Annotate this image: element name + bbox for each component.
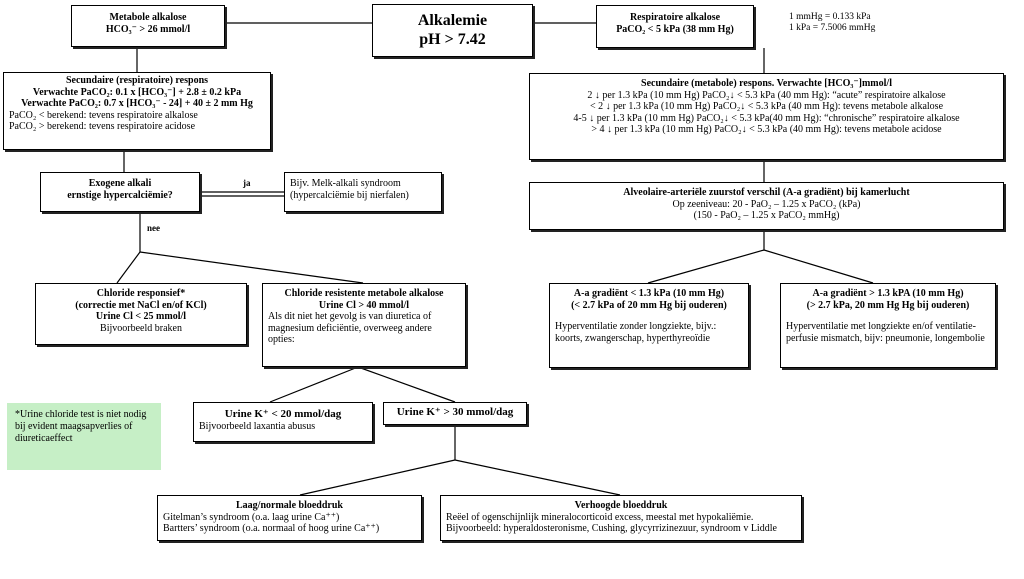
secundaire-resp-formula-kpa: Verwachte PaCO₂: 0.1 x [HCO₃⁻] + 2.8 ± 0…: [32, 86, 242, 98]
nee-label: nee: [147, 223, 160, 233]
aa-gradient-box: Alveolaire-arteriële zuurstof verschil (…: [529, 182, 1004, 230]
aa-low-title: A-a gradiënt < 1.3 kPa (10 mm Hg): [573, 288, 725, 299]
connector: [357, 366, 456, 403]
alkalemie-title: Alkalemie: [417, 12, 488, 29]
units-line-1: 1 mmHg = 0.133 kPa: [789, 12, 871, 22]
urine-k-high-title: Urine K⁺ > 30 mmol/dag: [396, 406, 514, 418]
secundaire-met-title: Secundaire (metabole) respons. Verwachte…: [641, 78, 892, 89]
melk-line-2: (hypercalciëmie bij nierfalen): [290, 189, 409, 201]
secundaire-met-row-4: > 4 ↓ per 1.3 kPa (10 mm Hg) PaCO₂↓ < 5.…: [591, 124, 942, 135]
aa-low-box: A-a gradiënt < 1.3 kPa (10 mm Hg) (< 2.7…: [549, 283, 749, 368]
chloride-responsief-example: Bijvoorbeeld braken: [100, 322, 182, 334]
respiratoire-alkalose-box: Respiratoire alkalose PaCO₂ < 5 kPa (38 …: [596, 5, 754, 48]
connector: [299, 459, 456, 496]
hoog-bp-mineralocorticoid: Reëel of ogenschijnlijk mineralocorticoi…: [446, 511, 754, 523]
urine-k-low-example: Bijvoorbeeld laxantia abusus: [199, 420, 316, 432]
urine-k-high-box: Urine K⁺ > 30 mmol/dag: [383, 402, 527, 425]
laag-bp-bartter: Bartters’ syndroom (o.a. normaal of hoog…: [163, 523, 380, 534]
laag-bloeddruk-box: Laag/normale bloeddruk Gitelman’s syndro…: [157, 495, 422, 541]
connector: [139, 251, 364, 284]
secundaire-resp-title: Secundaire (respiratoire) respons: [65, 75, 209, 86]
ja-label: ja: [243, 178, 251, 188]
exogene-alkali-box: Exogene alkali ernstige hypercalciëmie?: [40, 172, 200, 212]
chloride-resistent-urine: Urine Cl > 40 mmol/l: [318, 299, 410, 311]
aa-high-elderly: (> 2.7 kPa, 20 mm Hg Hg bij ouderen): [806, 299, 970, 311]
chloride-responsief-urine: Urine Cl < 25 mmol/l: [95, 311, 187, 322]
chloride-resistent-title: Chloride resistente metabole alkalose: [284, 288, 444, 299]
aa-gradient-title: Alveolaire-arteriële zuurstof verschil (…: [623, 187, 910, 198]
connector: [763, 249, 874, 284]
aa-high-box: A-a gradiënt > 1.3 kPA (10 mm Hg) (> 2.7…: [780, 283, 996, 368]
connector: [454, 459, 621, 496]
chloride-resistent-text: Als dit niet het gevolg is van diuretica…: [268, 311, 432, 345]
secundaire-resp-formula-mmhg: Verwachte PaCO₂: 0.7 x [HCO₃⁻ - 24] + 40…: [21, 98, 253, 109]
aa-low-elderly: (< 2.7 kPa of 20 mm Hg bij ouderen): [571, 299, 727, 311]
connector: [269, 366, 359, 403]
aa-gradient-formula-mmhg: (150 - PaO₂ – 1.25 x PaCO₂ mmHg): [693, 210, 840, 221]
chloride-responsief-correctie: (correctie met NaCl en/of KCl): [75, 299, 207, 311]
urine-k-low-title: Urine K⁺ < 20 mmol/dag: [224, 408, 342, 420]
secundaire-met-row-3: 4-5 ↓ per 1.3 kPa (10 mm Hg) PaCO₂↓ < 5.…: [573, 112, 960, 124]
chloride-responsief-title: Chloride responsief*: [96, 288, 186, 299]
units-note: 1 mmHg = 0.133 kPa 1 kPa = 7.5006 mmHg: [789, 12, 875, 34]
aa-high-title: A-a gradiënt > 1.3 kPA (10 mm Hg): [812, 288, 964, 299]
secundaire-resp-higher: PaCO₂ > berekend: tevens respiratoire ac…: [9, 121, 196, 132]
respiratoire-alkalose-paco2: PaCO₂ < 5 kPa (38 mm Hg): [616, 23, 734, 35]
secundaire-met-row-2: < 2 ↓ per 1.3 kPa (10 mm Hg) PaCO₂↓ < 5.…: [589, 101, 944, 112]
respiratoire-alkalose-title: Respiratoire alkalose: [629, 12, 721, 23]
aa-low-text: Hyperventilatie zonder longziekte, bijv.…: [555, 321, 717, 344]
chloride-resistent-box: Chloride resistente metabole alkalose Ur…: [262, 283, 466, 367]
secundaire-metabole-box: Secundaire (metabole) respons. Verwachte…: [529, 73, 1004, 160]
laag-bp-title: Laag/normale bloeddruk: [236, 500, 343, 511]
hoog-bp-examples: Bijvoorbeeld: hyperaldosteronisme, Cushi…: [446, 523, 777, 534]
melk-alkali-box: Bijv. Melk-alkali syndroom (hypercalciëm…: [284, 172, 442, 212]
laag-bp-gitelman: Gitelman’s syndroom (o.a. laag urine Ca⁺…: [163, 511, 340, 523]
metabole-alkalose-hco3: HCO₃⁻ > 26 mmol/l: [105, 23, 191, 35]
secundaire-resp-lower: PaCO₂ < berekend: tevens respiratoire al…: [9, 109, 198, 121]
melk-line-1: Bijv. Melk-alkali syndroom: [290, 178, 401, 189]
urine-k-low-box: Urine K⁺ < 20 mmol/dag Bijvoorbeeld laxa…: [193, 402, 373, 442]
exogene-title: Exogene alkali: [88, 178, 152, 189]
metabole-alkalose-box: Metabole alkalose HCO₃⁻ > 26 mmol/l: [71, 5, 225, 47]
metabole-alkalose-title: Metabole alkalose: [109, 12, 187, 23]
hoog-bp-title: Verhoogde bloeddruk: [574, 500, 668, 511]
urine-chloride-note: *Urine chloride test is niet nodig bij e…: [7, 403, 161, 470]
secundaire-respiratoire-box: Secundaire (respiratoire) respons Verwac…: [3, 72, 271, 150]
secundaire-met-row-1: 2 ↓ per 1.3 kPa (10 mm Hg) PaCO₂↓ < 5.3 …: [587, 89, 946, 101]
connector: [647, 249, 765, 284]
alkalemie-box: Alkalemie pH > 7.42: [372, 4, 533, 57]
connector: [116, 251, 141, 284]
verhoogde-bloeddruk-box: Verhoogde bloeddruk Reëel of ogenschijnl…: [440, 495, 802, 541]
aa-gradient-formula-kpa: Op zeeniveau: 20 - PaO₂ – 1.25 x PaCO₂ (…: [672, 198, 861, 210]
aa-high-text: Hyperventilatie met longziekte en/of ven…: [786, 321, 985, 344]
alkalemie-ph: pH > 7.42: [419, 31, 486, 48]
units-line-2: 1 kPa = 7.5006 mmHg: [789, 23, 876, 33]
exogene-question: ernstige hypercalciëmie?: [67, 189, 173, 201]
chloride-responsief-box: Chloride responsief* (correctie met NaCl…: [35, 283, 247, 345]
